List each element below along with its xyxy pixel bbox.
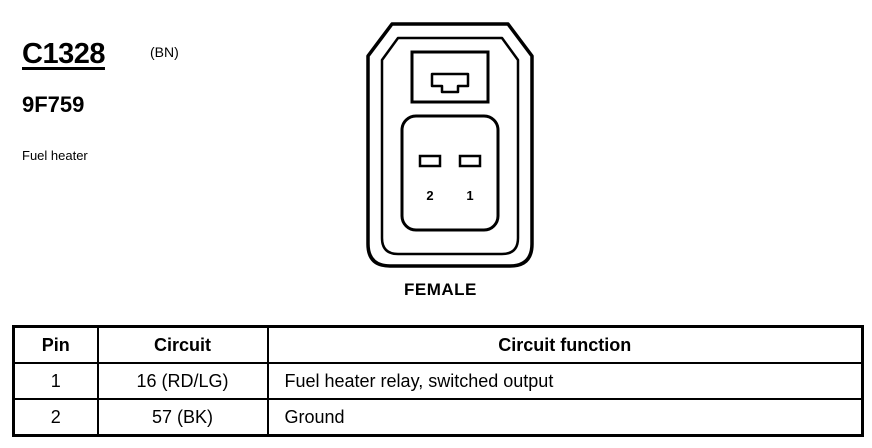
- function-cell: Fuel heater relay, switched output: [266, 362, 864, 400]
- column-header-pin: Pin: [12, 325, 99, 364]
- pin-cavity-block: [400, 114, 500, 232]
- latch-tab: [430, 72, 470, 94]
- table-row: 2 57 (BK) Ground: [12, 398, 864, 437]
- circuit-cell: 16 (RD/LG): [96, 362, 269, 400]
- pin-cell: 2: [12, 398, 99, 437]
- pin-2-label: 2: [426, 188, 433, 203]
- component-description: Fuel heater: [22, 148, 88, 163]
- locking-latch: [410, 50, 490, 104]
- pin-cell: 1: [12, 362, 99, 400]
- pin-1-terminal: [458, 154, 482, 168]
- part-number: 9F759: [22, 92, 85, 117]
- circuit-cell: 57 (BK): [96, 398, 269, 437]
- table-row: 1 16 (RD/LG) Fuel heater relay, switched…: [12, 362, 864, 400]
- pin-table: Pin Circuit Circuit function 1 16 (RD/LG…: [12, 325, 864, 437]
- connector-outer-housing: [366, 22, 534, 268]
- column-header-function: Circuit function: [266, 325, 864, 364]
- connector-face-diagram: 2 1: [366, 22, 534, 268]
- function-cell: Ground: [266, 398, 864, 437]
- connector-inner-housing: [380, 36, 520, 256]
- pin-2-terminal: [418, 154, 442, 168]
- color-code: (BN): [150, 44, 179, 60]
- column-header-circuit: Circuit: [96, 325, 269, 364]
- table-header-row: Pin Circuit Circuit function: [12, 325, 864, 364]
- connector-id: C1328: [22, 38, 105, 70]
- connector-gender-label: FEMALE: [404, 280, 477, 299]
- pin-1-label: 1: [466, 188, 473, 203]
